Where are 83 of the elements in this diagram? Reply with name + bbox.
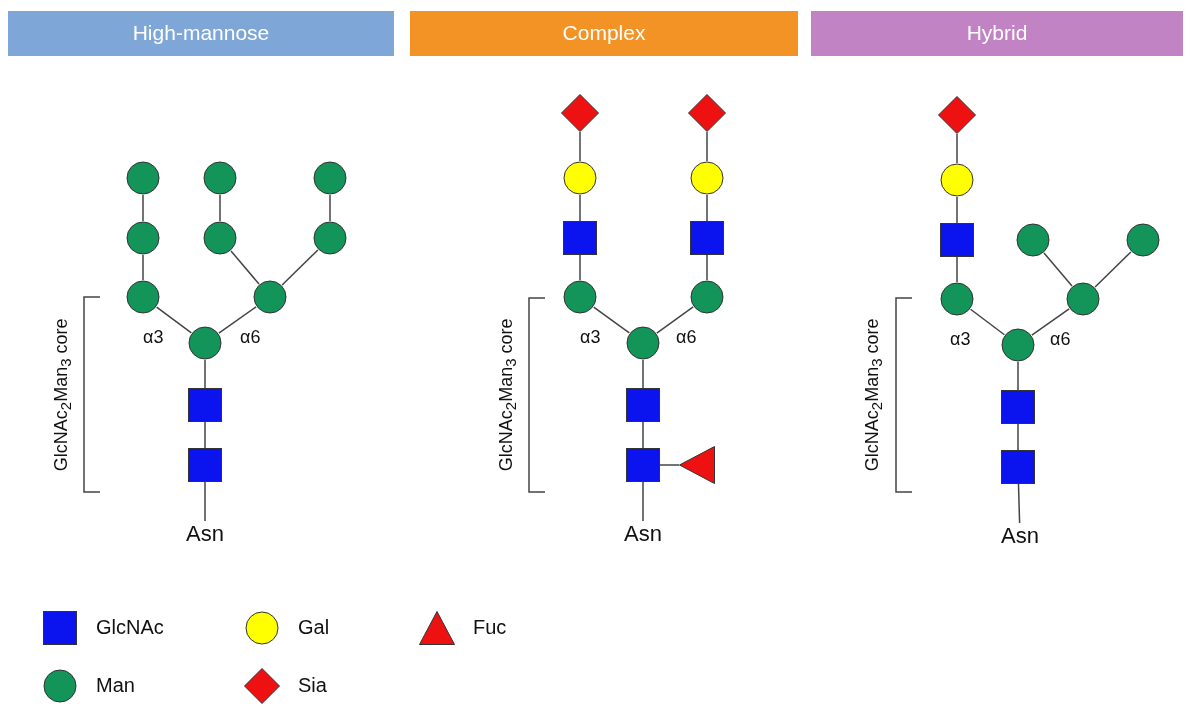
linkage-line bbox=[218, 306, 257, 334]
linkage-line bbox=[642, 421, 644, 449]
linkage-line bbox=[281, 249, 319, 286]
linkage-line bbox=[204, 421, 206, 449]
header-band: Complex bbox=[410, 10, 798, 56]
square-symbol bbox=[1001, 390, 1035, 424]
linkage-line bbox=[706, 131, 708, 162]
linkage-line bbox=[642, 481, 644, 522]
square-symbol bbox=[188, 448, 222, 482]
linkage-label: α3 bbox=[580, 327, 601, 348]
circle-symbol bbox=[313, 161, 347, 195]
linkage-line bbox=[706, 254, 708, 281]
residue-label: Asn bbox=[995, 523, 1045, 551]
residue-label: Asn bbox=[180, 521, 230, 549]
linkage-line bbox=[204, 359, 206, 389]
square-symbol bbox=[1001, 450, 1035, 484]
circle-symbol bbox=[126, 161, 160, 195]
circle-symbol bbox=[203, 221, 237, 255]
circle-symbol bbox=[188, 326, 222, 360]
legend-label: Man bbox=[96, 674, 135, 697]
triangle-symbol bbox=[679, 446, 715, 484]
square-symbol bbox=[188, 388, 222, 422]
square-symbol bbox=[626, 448, 660, 482]
diamond-symbol bbox=[938, 96, 976, 134]
linkage-line bbox=[956, 133, 958, 164]
circle-symbol bbox=[126, 221, 160, 255]
circle-symbol bbox=[126, 280, 160, 314]
legend-label: Gal bbox=[298, 616, 330, 639]
linkage-line bbox=[969, 308, 1006, 336]
linkage-line bbox=[656, 306, 694, 334]
linkage-line bbox=[1094, 251, 1132, 288]
linkage-line bbox=[579, 194, 581, 222]
square-symbol bbox=[626, 388, 660, 422]
circle-symbol bbox=[1016, 223, 1050, 257]
circle-symbol bbox=[253, 280, 287, 314]
linkage-line bbox=[706, 194, 708, 222]
circle-symbol bbox=[1001, 328, 1035, 362]
linkage-line bbox=[1043, 252, 1073, 287]
linkage-line bbox=[230, 250, 260, 285]
linkage-label: α6 bbox=[1050, 329, 1071, 350]
circle-symbol bbox=[690, 280, 724, 314]
legend-label: Sia bbox=[298, 674, 327, 697]
linkage-line bbox=[329, 194, 331, 222]
circle-symbol bbox=[940, 282, 974, 316]
circle-symbol bbox=[1126, 223, 1160, 257]
circle-symbol bbox=[203, 161, 237, 195]
linkage-line bbox=[956, 256, 958, 283]
linkage-line bbox=[1017, 483, 1021, 524]
linkage-line bbox=[1031, 308, 1070, 336]
residue-label: Asn bbox=[618, 521, 668, 549]
square-symbol bbox=[563, 221, 597, 255]
legend-label: GlcNAc bbox=[96, 616, 164, 639]
header-band: High-mannose bbox=[8, 10, 394, 56]
linkage-label: α6 bbox=[240, 327, 261, 348]
circle-symbol bbox=[690, 161, 724, 195]
linkage-line bbox=[1017, 423, 1019, 451]
circle-symbol bbox=[563, 280, 597, 314]
linkage-line bbox=[659, 464, 680, 466]
circle-symbol bbox=[1066, 282, 1100, 316]
diamond-symbol bbox=[688, 94, 726, 132]
circle-symbol bbox=[626, 326, 660, 360]
header-band: Hybrid bbox=[811, 10, 1183, 56]
linkage-line bbox=[142, 194, 144, 222]
linkage-line bbox=[204, 481, 206, 522]
linkage-line bbox=[142, 254, 144, 281]
linkage-label: α3 bbox=[950, 329, 971, 350]
linkage-label: α3 bbox=[143, 327, 164, 348]
linkage-line bbox=[219, 194, 221, 222]
linkage-line bbox=[579, 254, 581, 281]
diamond-symbol bbox=[561, 94, 599, 132]
circle-symbol bbox=[313, 221, 347, 255]
circle-symbol bbox=[940, 163, 974, 197]
linkage-line bbox=[642, 359, 644, 389]
circle-symbol bbox=[563, 161, 597, 195]
linkage-line bbox=[155, 306, 193, 334]
legend-label: Fuc bbox=[473, 616, 507, 639]
linkage-line bbox=[956, 196, 958, 224]
linkage-label: α6 bbox=[676, 327, 697, 348]
linkage-line bbox=[579, 131, 581, 162]
linkage-line bbox=[593, 306, 630, 334]
square-symbol bbox=[690, 221, 724, 255]
square-symbol bbox=[940, 223, 974, 257]
linkage-line bbox=[1017, 361, 1019, 391]
